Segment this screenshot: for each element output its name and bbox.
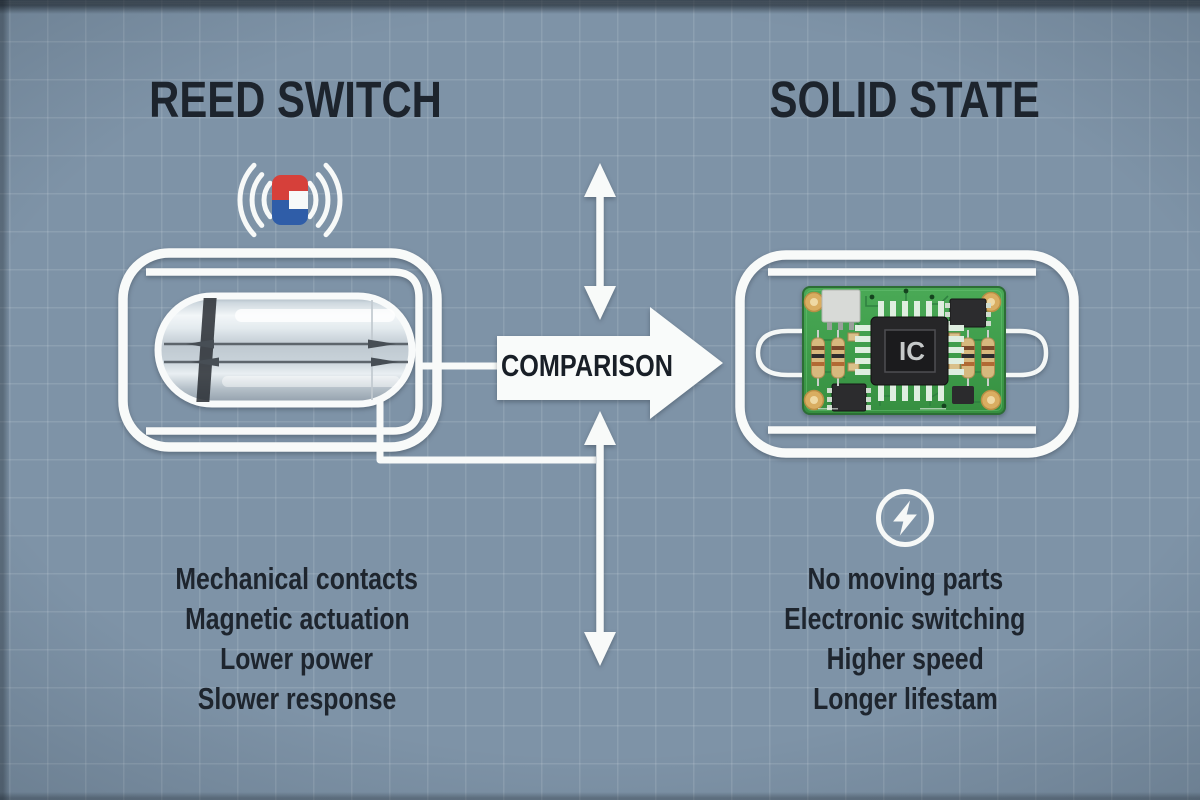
reed-switch-feature-list: Mechanical contacts Magnetic actuation L… xyxy=(95,559,499,719)
comparison-label: COMPARISON xyxy=(501,348,673,383)
vertical-arrow-top xyxy=(584,163,616,320)
title-text: REED SWITCH xyxy=(148,70,442,128)
feature-line: Slower response xyxy=(197,681,397,716)
callout-line xyxy=(376,400,596,464)
smd-chip-bottom-right xyxy=(952,386,974,404)
feature-line: Longer lifestam xyxy=(812,681,998,716)
solid-state-feature-list: No moving parts Electronic switching Hig… xyxy=(703,559,1107,719)
silkscreen-mark xyxy=(920,408,946,410)
smd-chip-top-right xyxy=(945,298,991,328)
solid-state-illustration: IC xyxy=(735,250,1079,458)
feature-line: Lower power xyxy=(220,641,374,676)
feature-line: Electronic switching xyxy=(784,601,1026,636)
solid-state-title: SOLID STATE xyxy=(703,70,1107,128)
ic-label: IC xyxy=(899,336,925,366)
feature-line: No moving parts xyxy=(807,561,1003,596)
feature-line: Magnetic actuation xyxy=(184,601,410,636)
reed-switch-title: REED SWITCH xyxy=(93,70,497,128)
housing-left-slot xyxy=(755,328,805,378)
ic-chip: IC xyxy=(870,316,949,386)
pcb-board: IC xyxy=(802,286,1006,415)
feature-line: Higher speed xyxy=(826,641,984,676)
feature-line: Mechanical contacts xyxy=(175,561,419,596)
comparison-arrow: COMPARISON xyxy=(497,307,723,419)
magnet-icon xyxy=(272,175,308,225)
lightning-bolt-icon xyxy=(876,489,934,547)
title-text: SOLID STATE xyxy=(769,70,1041,128)
reed-switch-illustration xyxy=(118,248,442,452)
vertical-arrow-bottom xyxy=(584,411,616,666)
magnet-with-field-waves-icon xyxy=(237,162,343,238)
housing-right-slot xyxy=(1003,328,1049,378)
smd-chip-bottom-left xyxy=(827,383,871,412)
silkscreen-mark xyxy=(818,408,838,410)
reed-glass-capsule xyxy=(154,292,416,408)
